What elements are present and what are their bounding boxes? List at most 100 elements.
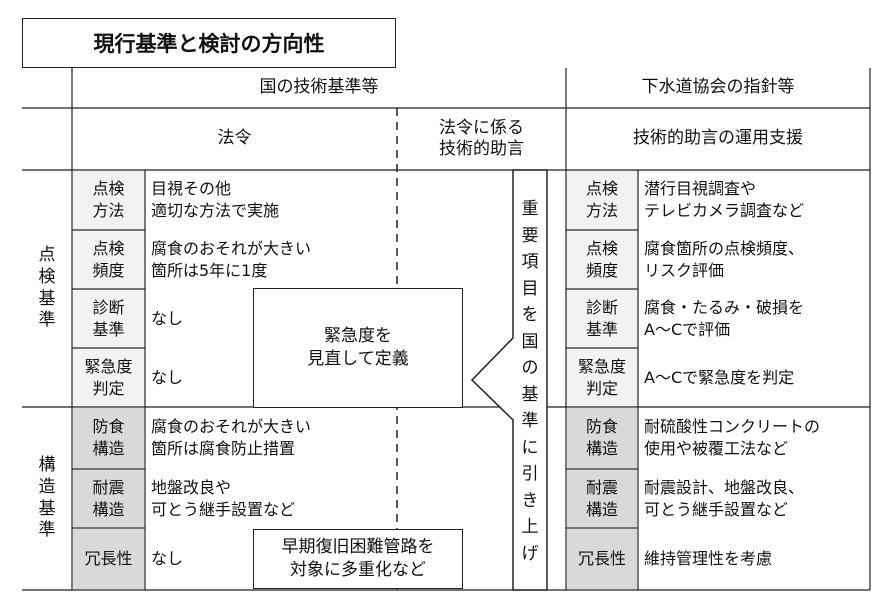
arrow-text: 重 要 項 目 を 国 の 基 準 に 引 き 上 げ <box>516 196 544 586</box>
cell-line: A～Cで評価 <box>644 319 731 339</box>
law-cell-anticorrosion: 腐食のおそれが大きい箇所は腐食防止措置 <box>145 407 395 469</box>
group-inspection-char: 準 <box>38 310 56 331</box>
row-label-line: 頻度 <box>585 260 618 280</box>
row-label-line: 診断 <box>585 297 618 317</box>
header-law-advice: 法令に係る 技術的助言 <box>397 108 566 170</box>
arrow-char: 基 <box>521 384 539 405</box>
law-cell-redundancy: なし <box>151 549 184 569</box>
group-structure-char: 準 <box>38 520 56 541</box>
law-cell-diagnosis: なし <box>151 308 184 328</box>
header-association: 下水道協会の指針等 <box>641 77 795 98</box>
cell-line: リスク評価 <box>644 260 725 280</box>
group-inspection-char: 点 <box>38 245 56 265</box>
group-structure-char: 基 <box>38 498 56 519</box>
cell-line: 使用や被覆工法など <box>644 439 789 458</box>
cell-line: 地盤改良や <box>151 477 232 497</box>
assoc-label-seismic: 耐震構造 <box>567 470 637 527</box>
cell-line: 適切な方法で実施 <box>151 201 280 220</box>
header-operation-support: 技術的助言の運用支援 <box>633 128 803 149</box>
row-label-line: 緊急度 <box>577 356 626 376</box>
row-label-line: 基準 <box>585 319 618 339</box>
cell-line: 可とう継手設置など <box>151 499 296 519</box>
group-structure-label: 構 造 基 準 <box>22 407 72 590</box>
row-label-line: 耐震 <box>585 477 618 497</box>
law-cell-seismic: 地盤改良や可とう継手設置など <box>145 469 395 528</box>
group-inspection-char: 基 <box>38 288 56 309</box>
cell-line: 潜行目視調査や <box>644 179 757 199</box>
cell-line: テレビカメラ調査など <box>644 201 805 220</box>
group-structure-char: 構 <box>38 455 56 475</box>
callout-redundancy: 早期復旧困難管路を 対象に多重化など <box>253 529 463 589</box>
arrow-char: 国 <box>521 331 539 352</box>
row-label-line: 防食 <box>92 417 125 437</box>
callout-line: 早期復旧困難管路を <box>281 537 435 558</box>
arrow-char: 準 <box>521 411 539 431</box>
row-label-line: 判定 <box>92 378 125 398</box>
arrow-char: 引 <box>521 464 539 484</box>
assoc-label-anticorrosion: 防食構造 <box>567 408 637 468</box>
arrow-char: の <box>521 358 539 378</box>
callout-urgency-redefine: 緊急度を 見直して定義 <box>253 288 463 408</box>
arrow-char: 要 <box>521 225 539 246</box>
cell-line: 腐食のおそれが大きい <box>151 417 312 437</box>
row-label-seismic: 耐震構造 <box>73 470 144 527</box>
cell-line: 腐食のおそれが大きい <box>151 238 312 258</box>
arrow-char: 目 <box>521 278 539 299</box>
law-cell-urgency: なし <box>151 367 184 387</box>
assoc-cell-anticorrosion: 耐硫酸性コンクリートの使用や被覆工法など <box>638 407 870 469</box>
arrow-char: 項 <box>521 252 539 272</box>
cell-line: 腐食箇所の点検頻度、 <box>644 238 805 258</box>
row-label-line: 方法 <box>585 201 618 220</box>
header-law: 法令 <box>217 128 252 149</box>
header-law-advice-line2: 技術的助言 <box>439 139 524 159</box>
group-inspection-char: 検 <box>38 266 56 287</box>
row-label-line: 点検 <box>585 179 618 199</box>
row-label-line: 基準 <box>92 319 125 339</box>
row-label-line: 構造 <box>585 439 618 458</box>
cell-line: 耐硫酸性コンクリートの <box>644 417 821 437</box>
cell-line: 腐食・たるみ・破損を <box>644 297 805 317</box>
row-label-diagnosis: 診断基準 <box>73 290 144 347</box>
assoc-label-inspection-frequency: 点検頻度 <box>567 231 637 288</box>
callout-line: 対象に多重化など <box>290 560 426 580</box>
law-cell-inspection-frequency: 腐食のおそれが大きい箇所は5年に1度 <box>145 230 395 289</box>
row-label-line: 点検 <box>92 238 125 258</box>
diagram-title: 現行基準と検討の方向性 <box>22 18 396 68</box>
row-label-anticorrosion: 防食構造 <box>73 408 144 468</box>
arrow-char: に <box>521 437 539 458</box>
cell-line: 箇所は5年に1度 <box>151 260 268 280</box>
row-label-line: 構造 <box>585 499 618 519</box>
header-national: 国の技術基準等 <box>259 77 379 98</box>
row-label-redundancy: 冗長性 <box>73 529 144 589</box>
arrow-char: 重 <box>521 199 539 219</box>
assoc-label-redundancy: 冗長性 <box>567 529 637 589</box>
group-inspection-label: 点 検 基 準 <box>22 170 72 407</box>
callout-line: 緊急度を <box>324 326 392 347</box>
header-law-advice-line1: 法令に係る <box>439 117 524 138</box>
assoc-cell-seismic: 耐震設計、地盤改良、可とう継手設置など <box>638 469 870 528</box>
row-label-line: 耐震 <box>92 477 125 497</box>
law-cell-inspection-method: 目視その他適切な方法で実施 <box>145 170 395 230</box>
assoc-label-urgency: 緊急度判定 <box>567 349 637 406</box>
arrow-char: き <box>521 490 539 511</box>
callout-line: 見直して定義 <box>307 349 409 369</box>
cell-line: 箇所は腐食防止措置 <box>151 439 296 458</box>
row-label-line: 構造 <box>92 499 125 519</box>
row-label-inspection-frequency: 点検頻度 <box>73 231 144 288</box>
arrow-char: 上 <box>521 517 539 537</box>
row-label-line: 判定 <box>585 378 618 398</box>
assoc-label-inspection-method: 点検方法 <box>567 171 637 229</box>
assoc-label-diagnosis: 診断基準 <box>567 290 637 347</box>
row-label-inspection-method: 点検方法 <box>73 171 144 229</box>
assoc-cell-redundancy: 維持管理性を考慮 <box>644 549 773 569</box>
assoc-cell-urgency: A～Cで緊急度を判定 <box>644 367 795 387</box>
row-label-line: 頻度 <box>92 260 125 280</box>
arrow-char: を <box>521 305 539 325</box>
row-label-line: 緊急度 <box>84 356 133 376</box>
assoc-cell-inspection-method: 潜行目視調査やテレビカメラ調査など <box>638 170 870 230</box>
arrow-char: げ <box>521 543 539 564</box>
row-label-urgency: 緊急度判定 <box>73 349 144 406</box>
raise-arrow-shape <box>470 169 548 591</box>
